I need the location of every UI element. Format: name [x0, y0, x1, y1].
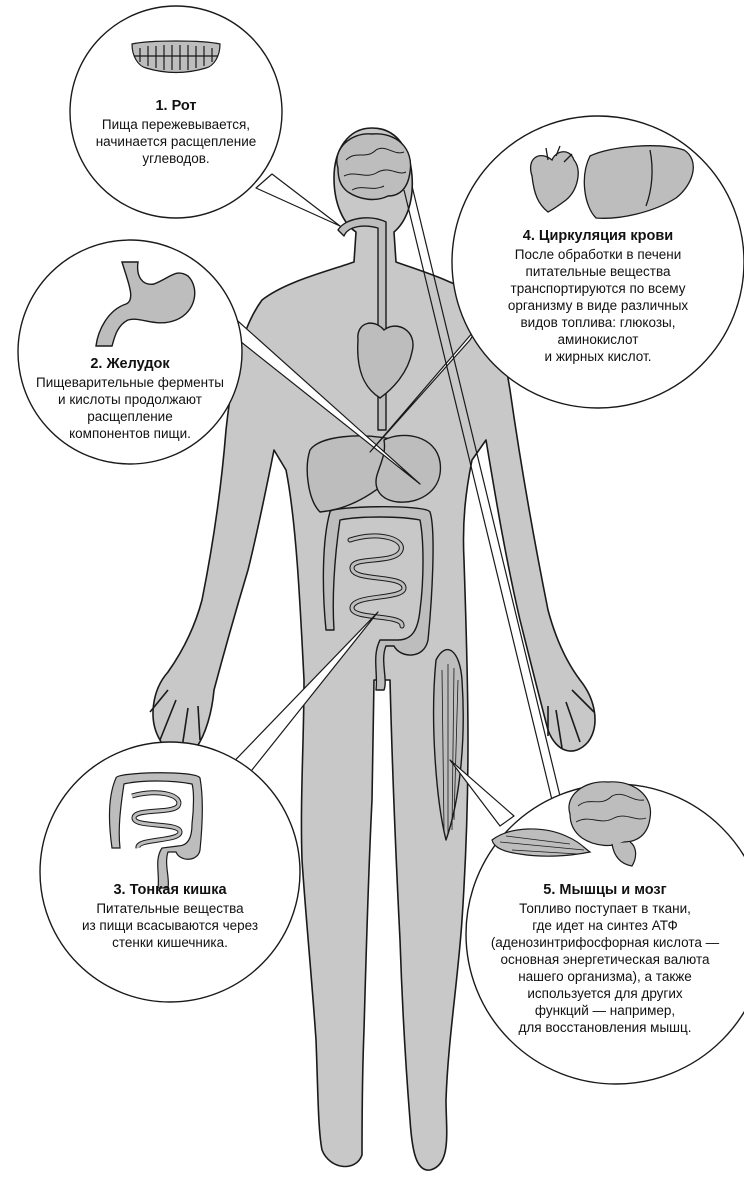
callout-stomach-title: 2. Желудок	[22, 356, 238, 373]
callout-stomach: 2. Желудок Пищеварительные ферменты и ки…	[22, 356, 238, 442]
callout-muscle-brain-text: Топливо поступает в ткани, где идет на с…	[470, 900, 740, 1036]
callout-intestine-title: 3. Тонкая кишка	[58, 882, 282, 899]
head-brain	[337, 134, 411, 200]
callout-intestine: 3. Тонкая кишка Питательные вещества из …	[58, 882, 282, 951]
callout-circulation-text: После обработки в печени питательные вещ…	[490, 246, 706, 365]
callout-circulation-title: 4. Циркуляция крови	[490, 228, 706, 245]
callout-stomach-text: Пищеварительные ферменты и кислоты продо…	[22, 374, 238, 442]
pointer-mouth	[256, 174, 340, 226]
callout-circulation: 4. Циркуляция крови После обработки в пе…	[490, 228, 706, 365]
callout-muscle-brain-title: 5. Мышцы и мозг	[470, 882, 740, 899]
callout-intestine-text: Питательные вещества из пищи всасываются…	[58, 900, 282, 951]
callout-mouth-title: 1. Рот	[86, 98, 266, 115]
callout-mouth-text: Пища пережевывается, начинается расщепле…	[86, 116, 266, 167]
callout-mouth: 1. Рот Пища пережевывается, начинается р…	[86, 98, 266, 167]
callout-muscle-brain: 5. Мышцы и мозг Топливо поступает в ткан…	[470, 882, 740, 1036]
teeth-icon	[132, 41, 220, 73]
stomach	[376, 435, 440, 502]
